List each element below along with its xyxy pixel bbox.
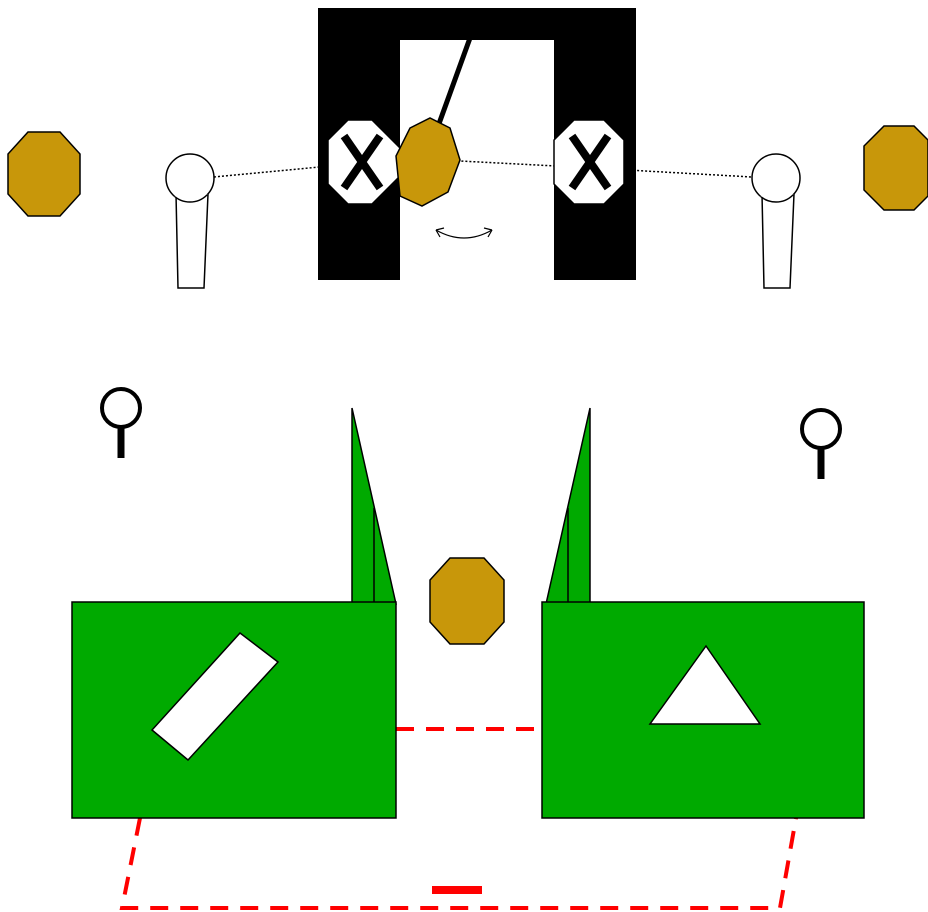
pendulum-rod [433,37,473,133]
bar-symbol-icon [150,631,280,762]
lever-right[interactable] [751,153,801,289]
triangle-symbol-icon [648,644,762,725]
magnifier-icon [800,408,842,450]
green-panel-left[interactable] [71,601,397,819]
lever-left[interactable] [165,153,215,289]
rotate-arrow-icon[interactable] [435,227,493,239]
green-panel-right[interactable] [541,601,865,819]
dotted-connection-line [213,160,753,178]
gem-octagon-icon[interactable] [429,557,505,645]
black-gate [318,8,636,280]
magnifier-left[interactable] [100,387,142,458]
magnifier-icon [100,387,142,429]
minus-sign-icon[interactable] [432,886,482,894]
gem-octagon-icon[interactable] [863,125,928,211]
pendulum-gem-icon[interactable] [395,117,461,207]
fin-left [351,407,397,605]
magnifier-right[interactable] [800,408,842,479]
x-marker-right[interactable] [553,119,625,205]
gem-octagon-icon[interactable] [7,131,81,217]
x-marker-left[interactable] [327,119,401,205]
fin-right [545,407,591,605]
dashed-link-bottom [119,817,798,910]
